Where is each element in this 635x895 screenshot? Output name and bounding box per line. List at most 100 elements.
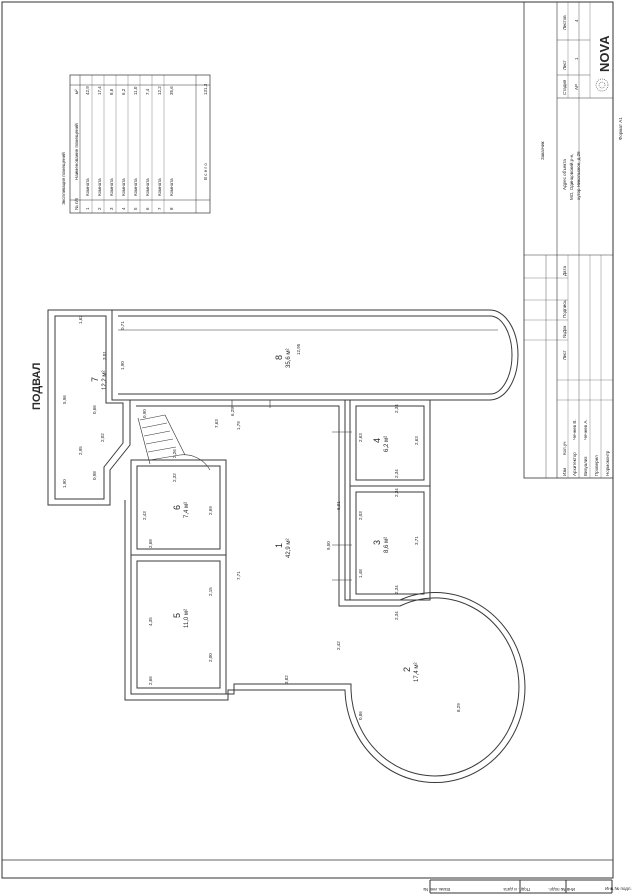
room-number: 7 <box>90 377 100 382</box>
dimension-label: 8,29 <box>456 703 461 712</box>
dimension-label: 2,95 <box>78 446 83 455</box>
dimension-label: 1,90 <box>62 479 67 488</box>
dimension-label: 2,43 <box>142 511 147 520</box>
table-row: 35,6 <box>169 86 174 95</box>
table-row: Комната <box>97 178 102 196</box>
table-row: 6 <box>145 207 150 210</box>
title-block-sheets-value: 4 <box>574 19 579 22</box>
table-row: 7 <box>157 207 162 210</box>
table-row: 12,2 <box>157 86 162 95</box>
dimension-label: 1,62 <box>78 315 83 324</box>
title-block-address-label: Адрес объекта <box>562 159 567 190</box>
room-area: 6,2 м² <box>384 436 390 452</box>
title-block-role: Архитектор <box>572 452 577 476</box>
room-number: 5 <box>172 613 182 618</box>
table-row: Комната <box>109 178 114 196</box>
format-label: Формат А1 <box>618 117 623 140</box>
dimension-label: 1,79 <box>236 421 241 430</box>
dimension-label: 2,34 <box>394 585 399 594</box>
title-block-address-line1: МО, Одинцовский р-н, <box>568 154 574 200</box>
dimension-label: 2,34 <box>394 488 399 497</box>
dimension-label: 7,63 <box>214 419 219 428</box>
dimension-label: 6,91 <box>336 501 341 510</box>
room-number: 3 <box>372 540 382 545</box>
explication-col-no: № п/п <box>74 197 79 210</box>
nova-logo-icon <box>595 78 609 92</box>
title-block-role: Визуализ <box>583 457 588 476</box>
table-row: 5 <box>133 207 138 210</box>
dimension-label: 2,63 <box>358 433 363 442</box>
title-block-col-data: Дата <box>562 266 567 276</box>
table-row: 4 <box>121 207 126 210</box>
dimension-label: 2,69 <box>208 506 213 515</box>
dimension-label: 3,82 <box>284 675 289 684</box>
table-row: 8 <box>169 207 174 210</box>
title-block-sheet-value: 1 <box>574 57 579 60</box>
dimension-label: 2,66 <box>148 676 153 685</box>
margin-stamp-label-1: Инв.№ подл. <box>605 886 632 891</box>
floor-plan <box>47 309 526 784</box>
room-number: 4 <box>372 438 382 443</box>
explication-table: Экспликация помещений № п/п Наименование… <box>60 74 211 214</box>
dimension-label: 2,34 <box>394 404 399 413</box>
table-row: Комната <box>121 178 126 196</box>
dimension-label: 1,48 <box>358 569 363 578</box>
room-number: 6 <box>172 505 182 510</box>
dimension-label: 3,71 <box>414 536 419 545</box>
dimension-label: 0,98 <box>92 471 97 480</box>
table-row: Комната <box>85 178 90 196</box>
title-block-col-koluch: Кол.уч <box>562 441 567 455</box>
margin-stamp-sign: Подп. и дата <box>503 887 530 892</box>
table-row: 8,6 <box>109 88 114 95</box>
room-area: 12,2 м² <box>102 371 108 390</box>
dimension-label: 0,90 <box>142 409 147 418</box>
title-block-col-ndok: №Док <box>562 326 567 338</box>
dimension-label: 7,71 <box>236 571 241 580</box>
title-block-col-podpis: Подпись <box>562 300 567 318</box>
table-row: Комната <box>145 178 150 196</box>
dimension-label: 3,01 <box>102 351 107 360</box>
explication-col-area: м² <box>74 89 79 94</box>
dimension-labels: 5,96 1,62 3,01 12,95 0,71 1,90 0,66 0,90… <box>62 315 461 720</box>
table-row: 7,4 <box>145 88 150 95</box>
title-block-role-name: Чечнев В. <box>572 419 577 440</box>
margin-stamp-inv: Инв.№ подл. <box>548 887 575 892</box>
dimension-label: 4,35 <box>148 617 153 626</box>
explication-total-label: В с е г о <box>203 163 208 180</box>
title-block-role: Проверил <box>594 455 599 476</box>
dimension-label: 2,15 <box>208 587 213 596</box>
table-row: 42,9 <box>85 86 90 95</box>
title-block-col-list: Лист <box>562 350 567 360</box>
dimension-label: 2,02 <box>100 433 105 442</box>
table-row: 2 <box>97 207 102 210</box>
logo-text: NOVA <box>597 35 612 72</box>
table-row: 11,0 <box>133 86 138 95</box>
room-area: 35,6 м² <box>286 349 292 368</box>
dimension-label: 2,32 <box>172 473 177 482</box>
title-block-address-line2: хутор Никольское, д.26 <box>576 151 581 200</box>
dimension-label: 2,68 <box>148 539 153 548</box>
table-row: 1 <box>85 207 90 210</box>
room-area: 42,9 м² <box>286 539 292 558</box>
title-block: Изм Кол.уч Лист №Док Подпись Дата Архите… <box>523 1 623 479</box>
room-area: 8,6 м² <box>384 537 390 553</box>
dimension-label: 0,71 <box>120 321 125 330</box>
room-number: 2 <box>402 667 412 672</box>
title-block-role-name: Чечнев А. <box>583 419 588 440</box>
table-row: 17,4 <box>97 86 102 95</box>
table-row: Комната <box>157 178 162 196</box>
room-labels: 7 12,2 м² 8 35,6 м² 1 42,9 м² 2 17,4 м² … <box>90 349 420 682</box>
title-block-role: Нормоконтр <box>605 450 610 476</box>
dimension-label: 2,00 <box>208 653 213 662</box>
dimension-label: 2,34 <box>394 611 399 620</box>
explication-col-name: Наименование помещений <box>73 123 79 180</box>
room-number: 8 <box>274 355 284 360</box>
margin-stamp-replace: Взам. инв № <box>423 887 450 892</box>
explication-title: Экспликация помещений <box>60 152 66 205</box>
margin-stamp-text: Инв.№ подл. Подп. и дата Взам. инв № <box>423 879 612 894</box>
stair-icon <box>137 414 186 465</box>
table-row: Комната <box>133 178 138 196</box>
room-area: 11,0 м² <box>184 609 190 628</box>
dimension-label: 9,50 <box>326 541 331 550</box>
table-row: 6,2 <box>121 88 126 95</box>
